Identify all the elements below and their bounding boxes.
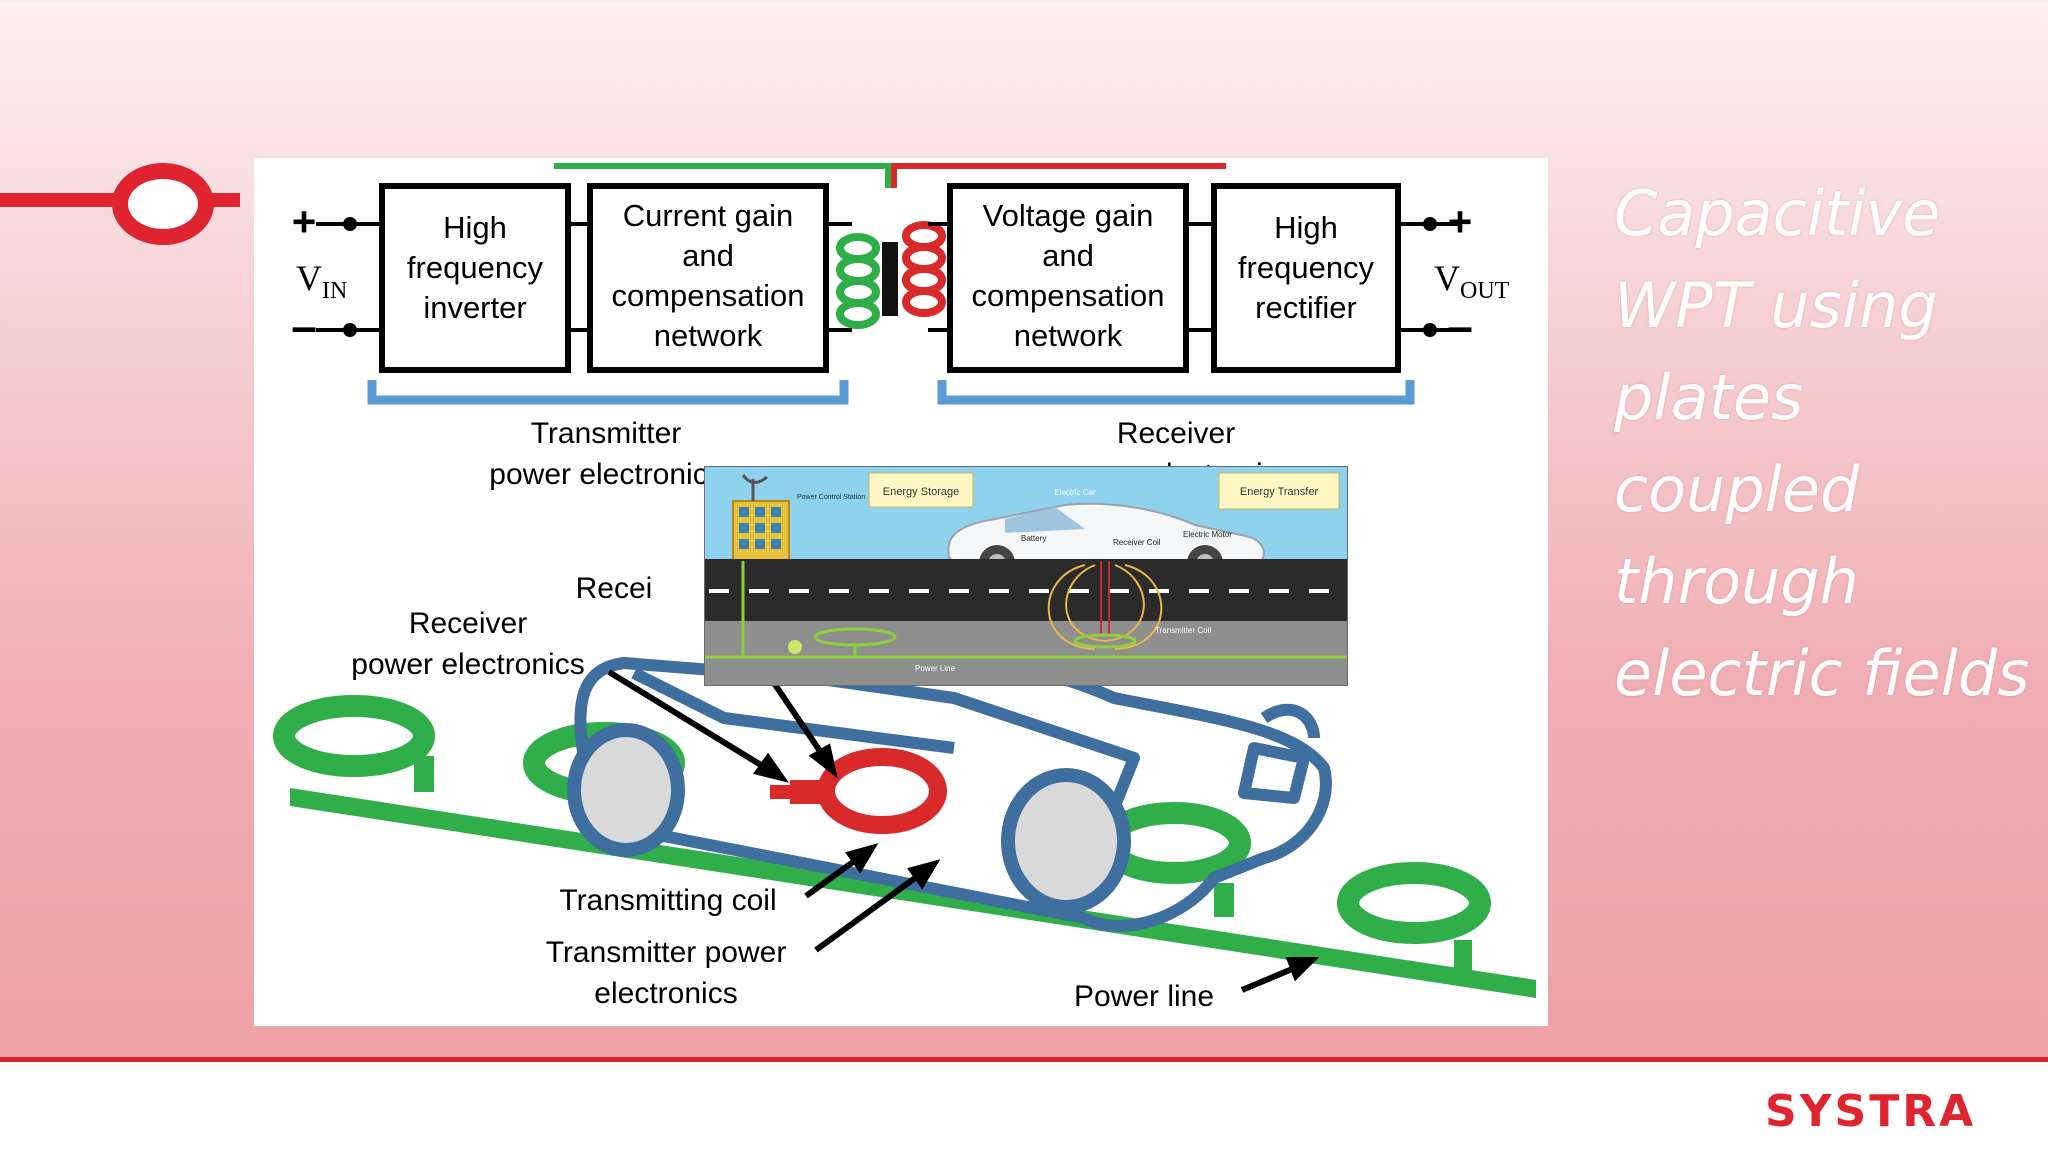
transmitter-bracket [367, 380, 849, 405]
svg-text:Recei: Recei [576, 572, 653, 605]
svg-text:Power Line: Power Line [915, 664, 956, 673]
svg-text:electronics: electronics [594, 977, 737, 1010]
vout-label: VOUT [1434, 258, 1510, 304]
coupling-line-red [891, 163, 1226, 188]
receiver-electronics-box [790, 780, 826, 804]
voltage-gain-block [947, 183, 1189, 373]
svg-text:Power Control Station: Power Control Station [797, 494, 865, 501]
svg-text:High: High [1274, 210, 1338, 245]
svg-text:power electronics: power electronics [489, 458, 722, 491]
svg-text:Energy Storage: Energy Storage [883, 486, 959, 498]
plus-terminal-in: + [292, 198, 317, 245]
svg-text:Transmitting coil: Transmitting coil [559, 884, 776, 917]
svg-text:frequency: frequency [407, 250, 544, 285]
front-wheel [1001, 768, 1131, 914]
svg-text:Voltage gain: Voltage gain [983, 198, 1154, 233]
receiver-bracket [937, 380, 1415, 405]
svg-text:Battery: Battery [1021, 534, 1046, 543]
transformer-core [882, 242, 898, 316]
vin-label: VIN [296, 258, 347, 304]
svg-text:compensation: compensation [971, 278, 1164, 313]
field-lines [1047, 561, 1163, 650]
rear-wheel [567, 723, 685, 857]
svg-text:and: and [682, 238, 734, 273]
coupling-line-green [554, 163, 891, 188]
svg-text:Transmitter power: Transmitter power [546, 936, 787, 969]
svg-text:Power line: Power line [1074, 980, 1214, 1013]
svg-text:Receiver: Receiver [1117, 417, 1235, 450]
current-gain-block [587, 183, 829, 373]
svg-text:network: network [1014, 318, 1123, 353]
title-marker-ring [112, 163, 214, 245]
minus-terminal-out: – [1447, 300, 1473, 352]
svg-text:Transmitter: Transmitter [531, 417, 682, 450]
svg-text:Current gain: Current gain [623, 198, 794, 233]
svg-text:rectifier: rectifier [1255, 290, 1357, 325]
svg-text:inverter: inverter [423, 290, 526, 325]
svg-text:High: High [443, 210, 507, 245]
minus-terminal-in: – [291, 300, 317, 352]
road-charging-inset: Power Control Station Energy Storage Ene… [704, 466, 1348, 686]
svg-text:Receiver Coil: Receiver Coil [1113, 538, 1161, 547]
svg-text:Energy Transfer: Energy Transfer [1240, 486, 1319, 498]
secondary-coil [902, 221, 946, 317]
plus-terminal-out: + [1448, 198, 1473, 245]
primary-coil [836, 233, 880, 329]
inverter-block [379, 183, 571, 373]
svg-text:Electric Car: Electric Car [1054, 488, 1096, 497]
svg-text:Electric Motor: Electric Motor [1183, 530, 1232, 539]
svg-text:and: and [1042, 238, 1094, 273]
svg-text:Transmitter Coil: Transmitter Coil [1155, 626, 1211, 635]
svg-text:compensation: compensation [611, 278, 804, 313]
svg-text:power electronics: power electronics [351, 648, 584, 681]
svg-text:frequency: frequency [1238, 250, 1375, 285]
receiver-coil [817, 748, 947, 834]
svg-text:Receiver: Receiver [409, 607, 527, 640]
svg-text:network: network [654, 318, 763, 353]
rectifier-block [1211, 183, 1401, 373]
slide-footer [0, 1057, 2048, 1157]
slide-caption: Capacitive WPT using plates coupled thro… [1614, 177, 2030, 710]
systra-logo: SYSTRA [1765, 1086, 1977, 1137]
